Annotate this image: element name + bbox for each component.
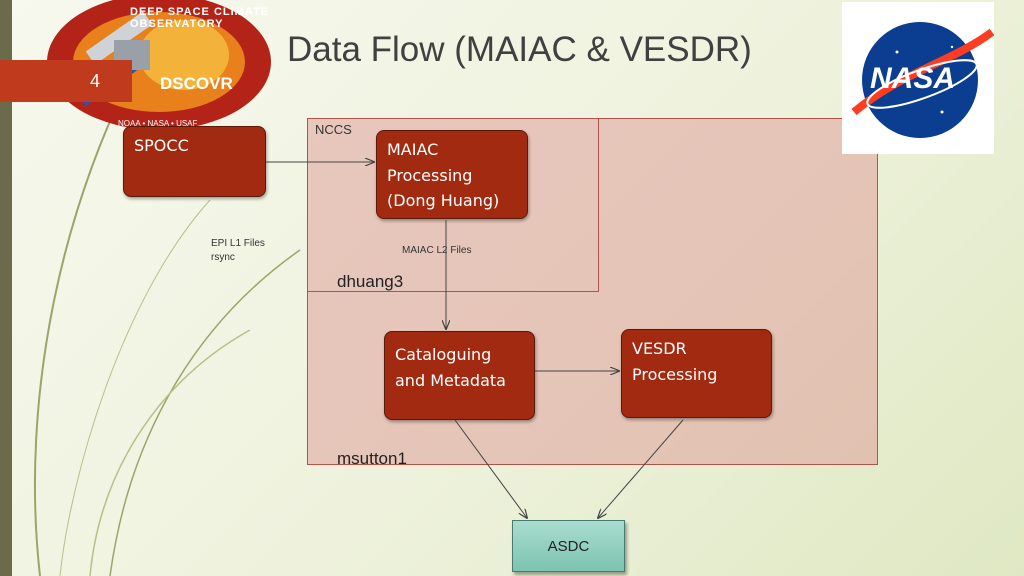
asdc-node: ASDC [512, 520, 625, 572]
dscovr-ring-text: DEEP SPACE CLIMATE OBSERVATORY [130, 6, 270, 30]
left-accent-bar [0, 0, 12, 576]
nasa-logo: NASA [842, 2, 995, 154]
arrow-catalog-to-asdc [454, 419, 527, 518]
dhuang3-boundary-vertical [598, 118, 599, 292]
epi-l1-edge-label: EPI L1 Files rsync [211, 237, 265, 264]
cataloguing-node: Cataloguing and Metadata [384, 331, 535, 420]
rsync-text: rsync [211, 251, 235, 263]
dhuang3-label: dhuang3 [337, 272, 404, 291]
maiac-label-line1: MAIAC [387, 140, 439, 159]
slide-number: 4 [0, 60, 132, 102]
spocc-node: SPOCC [123, 126, 266, 197]
epi-l1-files-text: EPI L1 Files [211, 238, 265, 249]
slide-title: Data Flow (MAIAC & VESDR) [287, 30, 752, 69]
dscovr-name: DSCOVR [160, 74, 233, 93]
maiac-processing-node: MAIAC Processing (Dong Huang) [376, 130, 528, 219]
vesdr-label-line2: Processing [632, 364, 718, 384]
vesdr-label-line1: VESDR [632, 339, 687, 358]
catalog-label-line1: Cataloguing [395, 345, 492, 364]
maiac-label-line2: Processing [387, 165, 473, 185]
maiac-l2-edge-label: MAIAC L2 Files [402, 245, 472, 256]
catalog-label-line2: and Metadata [395, 370, 506, 390]
spocc-label: SPOCC [134, 136, 189, 155]
nasa-name: NASA [870, 62, 956, 95]
maiac-label-line3: (Dong Huang) [387, 191, 500, 211]
dscovr-agencies: NOAA • NASA • USAF [118, 119, 198, 128]
nccs-label: NCCS [315, 122, 352, 137]
arrow-vesdr-to-asdc [598, 419, 684, 518]
dhuang3-boundary-horizontal [307, 291, 599, 292]
vesdr-processing-node: VESDR Processing [621, 329, 772, 418]
asdc-label: ASDC [547, 537, 590, 555]
msutton1-label: msutton1 [337, 449, 407, 468]
